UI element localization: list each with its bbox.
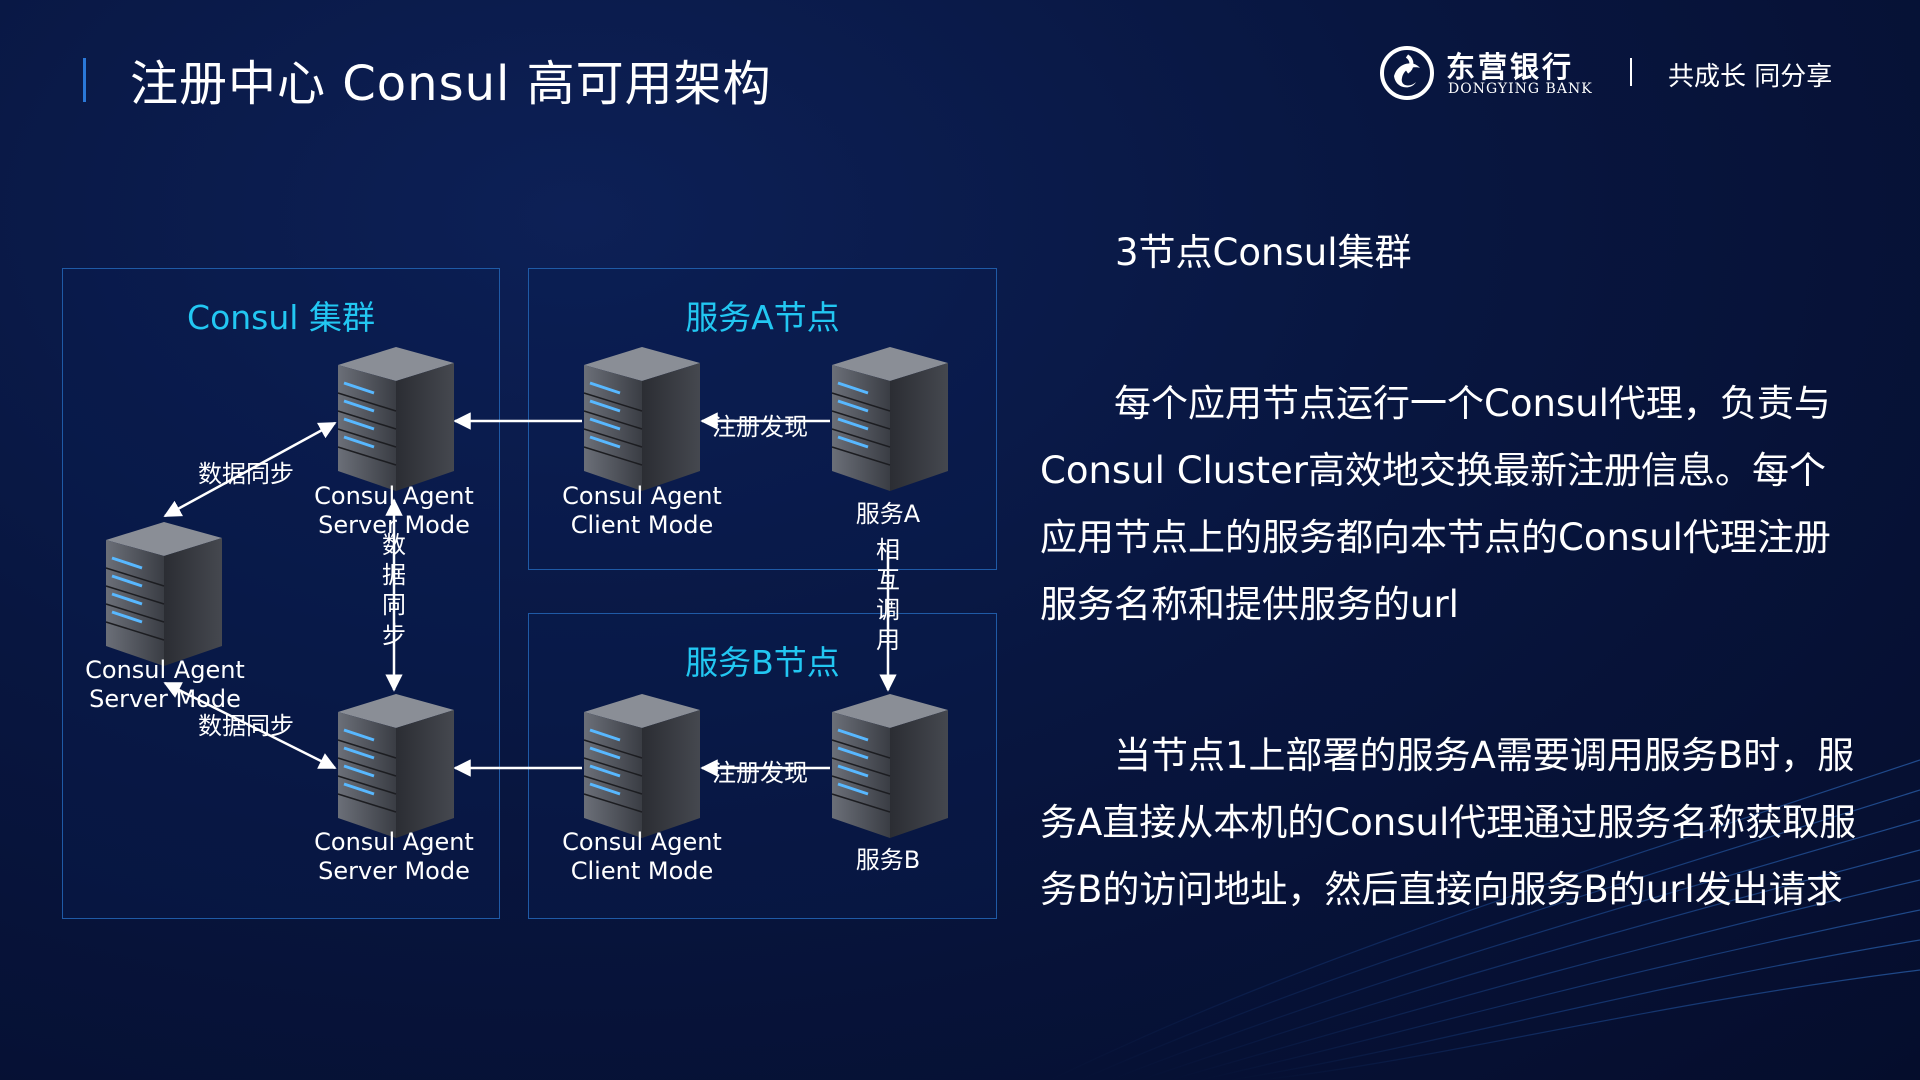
description-para-2: 当节点1上部署的服务A需要调用服务B时，服务A直接从本机的Consul代理通过服…: [1040, 722, 1860, 923]
server-icon: [580, 343, 704, 493]
client-a-label: Consul Agent Client Mode: [562, 482, 722, 539]
client-b-label: Consul Agent Client Mode: [562, 828, 722, 885]
title-accent-bar: [83, 58, 86, 102]
edge-sync-bottom-line: [163, 681, 337, 770]
edge-sync-bottom-label: 数据同步: [198, 712, 294, 740]
server-icon: [102, 518, 226, 668]
description-text: 每个应用节点运行一个Consul代理，负责与Consul Cluster高效地交…: [1040, 382, 1831, 626]
server-icon: [334, 343, 458, 493]
edge-register-b-label: 注册发现: [712, 759, 808, 787]
description-text: 当节点1上部署的服务A需要调用服务B时，服务A直接从本机的Consul代理通过服…: [1040, 734, 1857, 911]
consul-cluster-title: Consul 集群: [187, 298, 375, 337]
server-icon: [334, 690, 458, 840]
service-a-label: 服务A: [855, 500, 921, 528]
server-icon: [828, 343, 952, 493]
service-a-node-title: 服务A节点: [685, 298, 840, 337]
edge-register-a-label: 注册发现: [712, 413, 808, 441]
edge-sync-vertical-label: 数据同步: [382, 531, 406, 649]
server-icon: [828, 690, 952, 840]
edge-sync-top-line: [163, 421, 337, 518]
page-title: 注册中心 Consul 高可用架构: [130, 56, 772, 112]
bank-logo-icon: [1380, 46, 1434, 100]
server-bottom-label: Consul Agent Server Mode: [314, 828, 474, 885]
server-top-label: Consul Agent Server Mode: [314, 482, 474, 539]
edge-mutual-call-label: 相互调用: [876, 536, 900, 654]
brand-separator: [1630, 58, 1632, 86]
edge-sync-top-label: 数据同步: [198, 460, 294, 488]
service-b-label: 服务B: [855, 846, 921, 874]
slogan: 共成长 同分享: [1668, 62, 1833, 92]
service-b-node-title: 服务B节点: [685, 643, 840, 682]
server-left-label: Consul Agent Server Mode: [85, 656, 245, 713]
server-icon: [580, 690, 704, 840]
brand-name-cn: 东营银行: [1446, 50, 1575, 84]
description-heading: 3节点Consul集群: [1115, 231, 1412, 274]
description-para-1: 每个应用节点运行一个Consul代理，负责与Consul Cluster高效地交…: [1040, 370, 1860, 638]
brand-name-en: DONGYING BANK: [1448, 81, 1593, 97]
